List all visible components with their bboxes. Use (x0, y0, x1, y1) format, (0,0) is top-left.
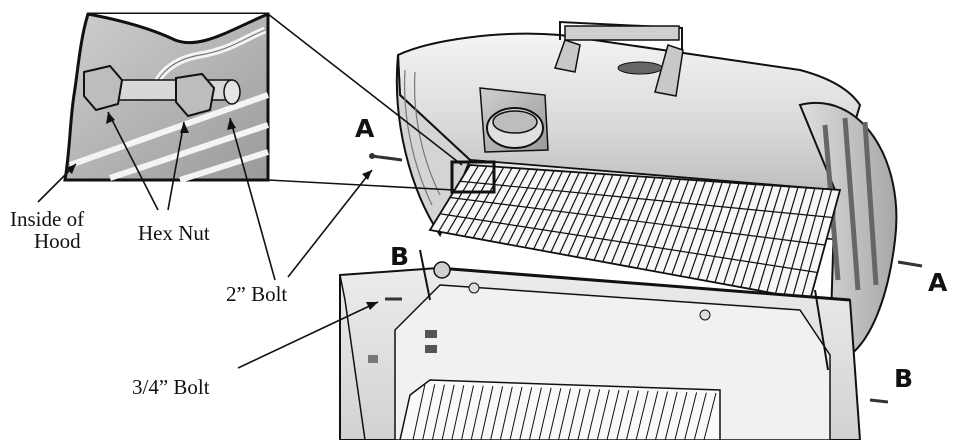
grill-firebox (339, 153, 889, 440)
grate-bar (645, 391, 659, 440)
key-b-left: B (390, 242, 410, 271)
hex-nut-label: Hex Nut (138, 221, 210, 245)
grate-bar (693, 392, 707, 440)
grate-bar (538, 387, 552, 440)
three-quarter-bolt-label: 3/4” Bolt (132, 375, 210, 399)
grate-bar (655, 391, 668, 440)
zoom-highlight-box (450, 160, 496, 194)
grate-bar (480, 385, 494, 440)
grate-bar (616, 390, 630, 440)
grate-bar (451, 385, 465, 440)
grate-bar (441, 384, 455, 440)
rack-crossbar (459, 180, 833, 219)
grate-bar (509, 386, 523, 440)
grate-bar (558, 388, 571, 440)
grate-bar (577, 388, 591, 440)
key-a-right: A (928, 268, 948, 297)
grate-bar (499, 386, 513, 440)
grate-bar (431, 384, 445, 440)
grate-bar (548, 388, 562, 440)
grate-bar (606, 389, 620, 440)
grate-bar (703, 392, 717, 440)
inside-of-hood-line1: Inside of (10, 207, 85, 231)
rack-crossbar (449, 196, 826, 246)
grate-bar (412, 383, 426, 440)
leader-lines (37, 111, 379, 369)
grate-bar (684, 392, 698, 440)
grate-bar (422, 384, 436, 440)
grate-bar (470, 385, 484, 440)
inside-of-hood-label: Inside of Hood (10, 208, 84, 252)
grate-bar (519, 387, 533, 440)
rack-crossbar (439, 213, 818, 274)
grate-bar (528, 387, 542, 440)
warming-rack (428, 164, 842, 302)
key-a-top: A (355, 114, 375, 143)
key-b-right: B (894, 364, 914, 393)
arrowheads (66, 112, 378, 310)
grate-bar (625, 390, 639, 440)
inside-of-hood-line2: Hood (34, 229, 81, 254)
grate-bar (635, 390, 649, 440)
grate-bar (664, 391, 678, 440)
grate-bar (596, 389, 610, 440)
detail-inset (63, 12, 270, 183)
grate-bar (461, 385, 474, 440)
grate-bar (587, 389, 601, 440)
grate-bar (567, 388, 581, 440)
two-inch-bolt-label: 2” Bolt (226, 282, 288, 306)
grate-bar (490, 386, 504, 440)
grate-bar (674, 391, 688, 440)
